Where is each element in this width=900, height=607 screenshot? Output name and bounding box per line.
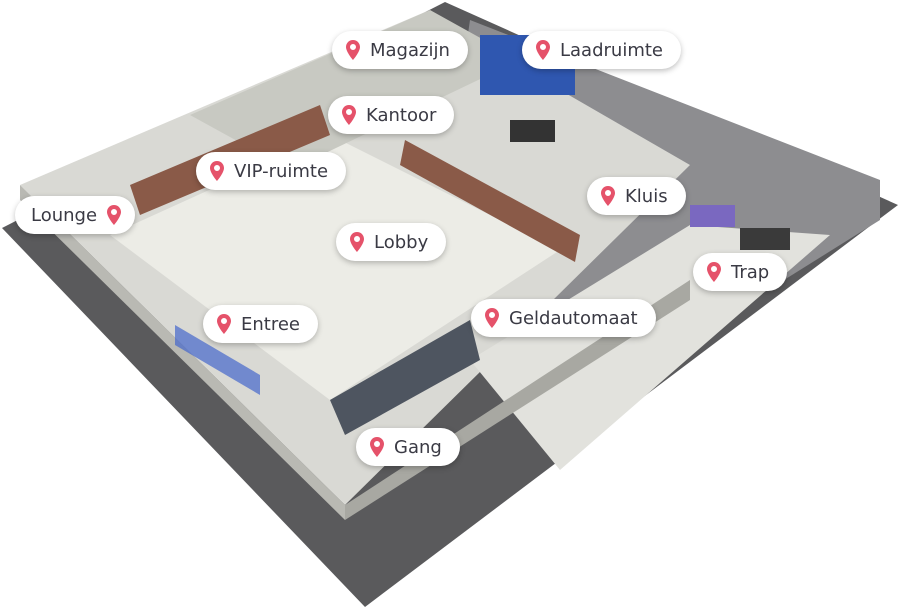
location-pin-gang[interactable]: Gang — [356, 428, 460, 466]
map-marker-icon — [350, 232, 364, 252]
location-pin-kantoor[interactable]: Kantoor — [328, 96, 455, 134]
atm-row — [330, 320, 480, 435]
location-label: Lounge — [31, 204, 98, 226]
location-pin-vip-ruimte[interactable]: VIP-ruimte — [196, 152, 347, 190]
map-marker-icon — [536, 40, 550, 60]
location-pin-kluis[interactable]: Kluis — [587, 177, 686, 215]
car — [740, 228, 790, 250]
location-label: Entree — [241, 313, 300, 335]
lobby-floor — [110, 135, 560, 400]
map-marker-icon — [217, 314, 231, 334]
location-pin-magazijn[interactable]: Magazijn — [332, 31, 468, 69]
map-marker-icon — [707, 262, 721, 282]
south-wall — [20, 185, 345, 520]
map-marker-icon — [342, 105, 356, 125]
map-marker-icon — [107, 205, 122, 225]
location-pin-geldautomaat[interactable]: Geldautomaat — [471, 299, 656, 337]
location-label: Gang — [394, 436, 442, 458]
location-label: Kantoor — [366, 104, 437, 126]
map-marker-icon — [601, 186, 615, 206]
map-marker-icon — [346, 40, 360, 60]
location-label: Laadruimte — [560, 39, 663, 61]
car — [510, 120, 555, 142]
wall-lobby — [400, 140, 580, 262]
location-label: Lobby — [374, 231, 429, 253]
location-label: Kluis — [625, 185, 668, 207]
location-label: Geldautomaat — [509, 307, 638, 329]
entrance-glass — [175, 325, 260, 395]
location-label: VIP-ruimte — [234, 160, 329, 182]
map-marker-icon — [485, 308, 499, 328]
map-marker-icon — [210, 161, 224, 181]
location-label: Magazijn — [370, 39, 450, 61]
map-marker-icon — [370, 437, 384, 457]
location-pin-trap[interactable]: Trap — [693, 253, 788, 291]
location-pin-lobby[interactable]: Lobby — [336, 223, 447, 261]
location-pin-entree[interactable]: Entree — [203, 305, 318, 343]
location-pin-laadruimte[interactable]: Laadruimte — [522, 31, 681, 69]
location-label: Trap — [731, 261, 770, 283]
car — [690, 205, 735, 227]
location-pin-lounge[interactable]: Lounge — [15, 196, 136, 234]
